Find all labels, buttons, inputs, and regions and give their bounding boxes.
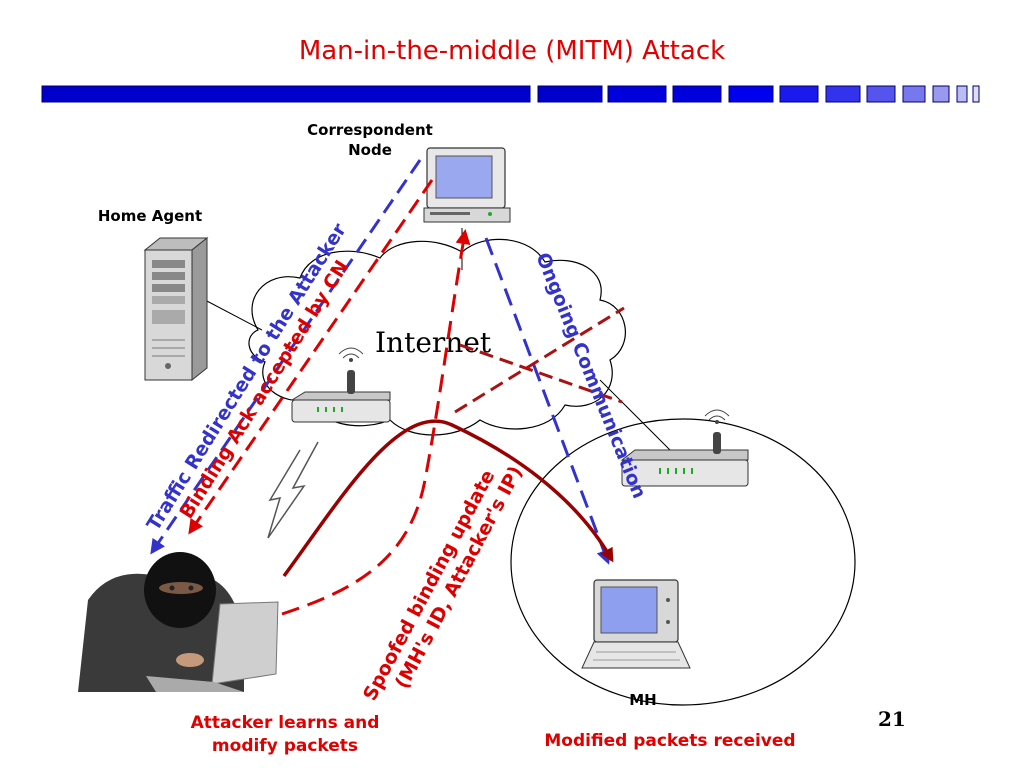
link-home-agent: [204, 299, 263, 331]
header-bar: [41, 85, 980, 103]
spoofed-binding-arrow: [281, 229, 471, 616]
correspondent-node-label: Correspondent Node: [307, 121, 433, 159]
internet-label: Internet: [375, 326, 492, 359]
ongoing-communication-arrow: [484, 237, 611, 565]
hooded-attacker-icon: [78, 552, 279, 692]
page-number: 21: [878, 707, 906, 731]
desktop-computer-icon: [423, 147, 511, 223]
traffic-redirected-arrow: [150, 159, 422, 555]
slide-title: Man-in-the-middle (MITM) Attack: [298, 36, 726, 66]
cross-line-1: [459, 343, 623, 404]
attacker-caption: Attacker learns and modify packets: [190, 713, 380, 756]
lightning-icon: [267, 441, 319, 539]
link-mh-router: [599, 379, 671, 451]
modified-packets-arrow: [282, 419, 614, 578]
mh-network-circle: [510, 418, 856, 706]
cross-line-2: [454, 306, 625, 414]
spoofed-binding-label-1: Spoofed binding update: [359, 466, 499, 704]
wireless-router-icon: [290, 347, 391, 423]
server-tower-icon: [143, 236, 209, 382]
modified-caption: Modified packets received: [544, 731, 796, 751]
mh-label: MH: [629, 691, 657, 709]
home-agent-label: Home Agent: [97, 207, 203, 225]
spoofed-binding-label-2: (MH's ID, Attacker's IP): [391, 462, 527, 692]
wireless-router-icon: [620, 409, 749, 487]
laptop-icon: [581, 579, 691, 669]
